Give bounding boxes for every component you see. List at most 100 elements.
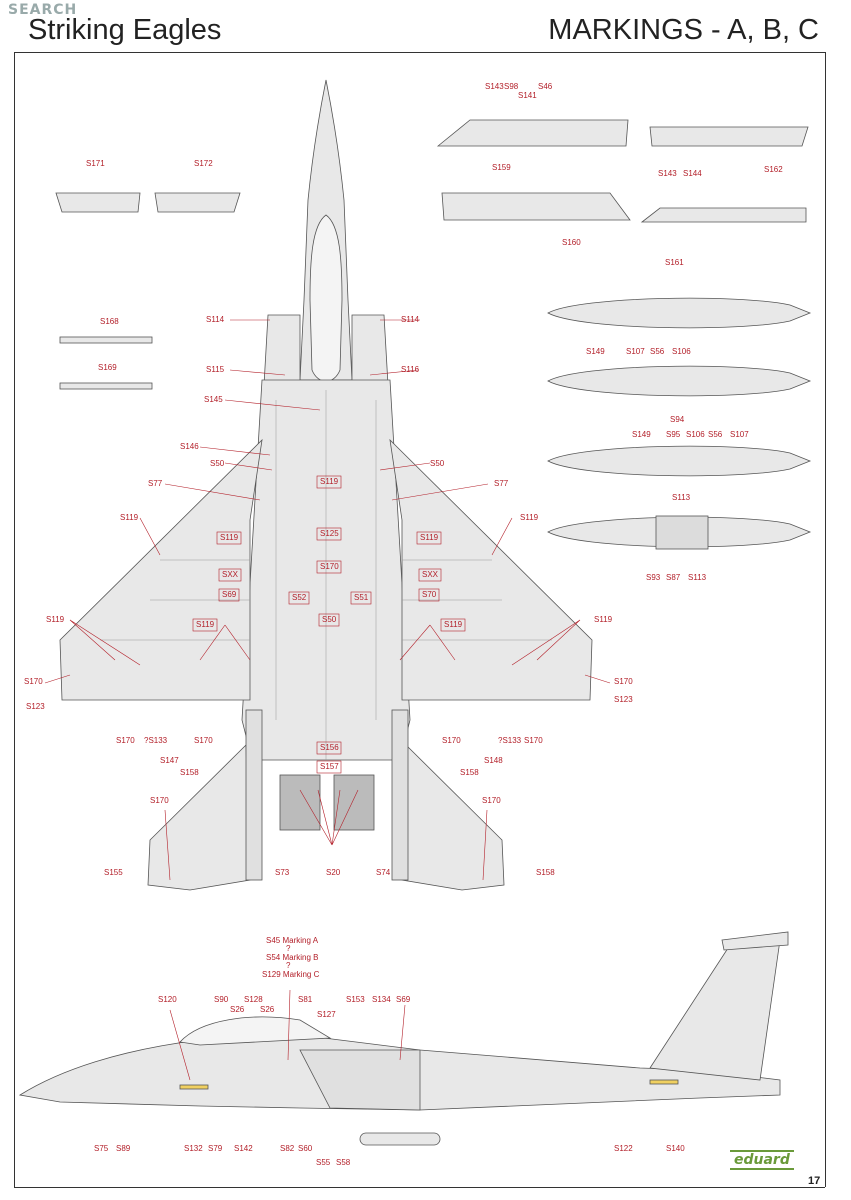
label-s51: S51	[354, 593, 369, 602]
label-s170c: S170	[614, 677, 633, 686]
label-s77a: S77	[148, 479, 163, 488]
label-s116: S116	[401, 365, 420, 374]
label-s119d: S119	[220, 533, 239, 542]
label-s69: S69	[222, 590, 237, 599]
label-s107b: S107	[730, 430, 749, 439]
label-s107a: S107	[626, 347, 645, 356]
nozzle-right	[333, 774, 375, 831]
label-s148: S148	[484, 756, 503, 765]
label-s170e: S170	[194, 736, 213, 745]
label-s125: S125	[320, 529, 339, 538]
canopy	[309, 214, 343, 382]
label-s140: S140	[666, 1144, 685, 1153]
label-s119b: S119	[520, 513, 539, 522]
label-s81: S81	[298, 995, 313, 1004]
label-s119h: S119	[46, 615, 65, 624]
label-s73: S73	[275, 868, 290, 877]
tank-4-panel	[655, 515, 709, 550]
label-s106a: S106	[672, 347, 691, 356]
tailplane-right	[401, 744, 505, 891]
label-s56a: S56	[650, 347, 665, 356]
leader-lines	[44, 319, 611, 1081]
frame-line-bottom	[14, 1187, 825, 1188]
label-s159: S159	[492, 163, 511, 172]
label-s98: S98	[504, 82, 519, 91]
label-s119a: S119	[120, 513, 139, 522]
label-s134: S134	[372, 995, 391, 1004]
label-s158b: S158	[460, 768, 479, 777]
label-s50b: S50	[430, 459, 445, 468]
tank-3	[547, 445, 812, 477]
side-pod	[179, 1084, 209, 1090]
label-s144: S144	[683, 169, 702, 178]
label-s141: S141	[518, 91, 537, 100]
label-s123a: S123	[26, 702, 45, 711]
label-s113b: S113	[688, 573, 707, 582]
label-s70: S70	[422, 590, 437, 599]
label-s89: S89	[116, 1144, 131, 1153]
vertical-tail-right	[391, 709, 409, 881]
label-s160: S160	[562, 238, 581, 247]
label-s113a: S113	[672, 493, 691, 502]
label-s156: S156	[320, 743, 339, 752]
side-canopy	[179, 1016, 332, 1046]
side-intake	[299, 1049, 421, 1111]
label-s90: S90	[214, 995, 229, 1004]
wing-right	[389, 438, 593, 701]
label-s161: S161	[665, 258, 684, 267]
note-q1: ?	[286, 944, 291, 953]
label-s115: S115	[206, 365, 225, 374]
label-s162: S162	[764, 165, 783, 174]
label-s94: S94	[670, 415, 685, 424]
note-q2: ?	[286, 961, 291, 970]
label-s133b: ?S133	[498, 736, 522, 745]
fuel-tanks	[547, 297, 812, 550]
label-s119i: S119	[594, 615, 613, 624]
label-s153: S153	[346, 995, 365, 1004]
frame-line-left	[14, 52, 15, 1187]
label-s46: S46	[538, 82, 553, 91]
label-s26b: S26	[260, 1005, 275, 1014]
label-sxxa: SXX	[222, 570, 239, 579]
section-title: MARKINGS - A, B, C	[548, 14, 819, 46]
label-s26a: S26	[230, 1005, 245, 1014]
tailplane-left	[147, 744, 251, 891]
note-marking-b: S54 Marking B	[266, 953, 318, 962]
label-s74: S74	[376, 868, 391, 877]
label-s77b: S77	[494, 479, 509, 488]
label-s114b: S114	[401, 315, 420, 324]
label-s55: S55	[316, 1158, 331, 1167]
small-parts	[55, 192, 241, 390]
label-s170g: S170	[524, 736, 543, 745]
side-fin	[649, 939, 781, 1081]
label-s127: S127	[317, 1010, 336, 1019]
label-s171: S171	[86, 159, 105, 168]
label-s149a: S149	[586, 347, 605, 356]
label-s170h: S170	[150, 796, 169, 805]
side-pod-rear	[649, 1079, 679, 1085]
side-tank	[359, 1132, 441, 1146]
eduard-logo: eduard	[730, 1150, 794, 1170]
label-s50a: S50	[210, 459, 225, 468]
label-s169: S169	[98, 363, 117, 372]
label-s170f: S170	[442, 736, 461, 745]
pylon-s160	[441, 192, 631, 221]
top-view-aircraft	[59, 79, 593, 891]
label-s123b: S123	[614, 695, 633, 704]
note-marking-c: S129 Marking C	[262, 970, 320, 979]
part-s171	[55, 192, 141, 213]
frame-line-right	[825, 52, 826, 1187]
side-fin-tip	[721, 931, 789, 951]
label-s170a: S170	[320, 562, 339, 571]
label-s143a: S143	[485, 82, 504, 91]
label-s106b: S106	[686, 430, 705, 439]
part-s169	[59, 382, 153, 390]
label-s119g: S119	[444, 620, 463, 629]
label-s122: S122	[614, 1144, 633, 1153]
watermark-text: SEARCH	[8, 2, 78, 18]
label-s93: S93	[646, 573, 661, 582]
label-s168: S168	[100, 317, 119, 326]
label-s56b: S56	[708, 430, 723, 439]
